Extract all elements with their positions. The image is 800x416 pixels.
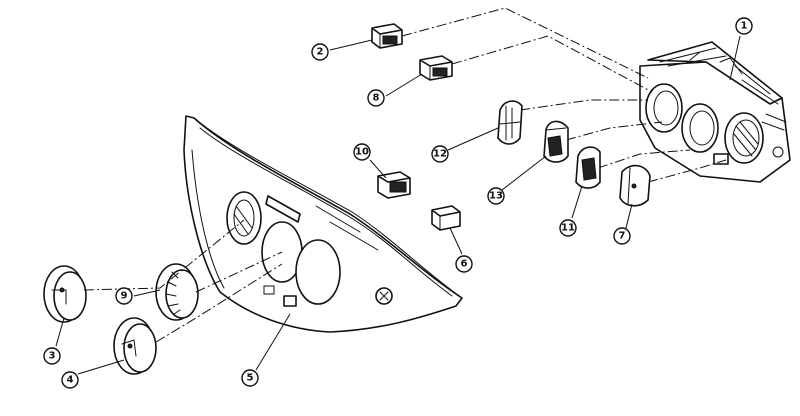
callout-label-2: 2 — [317, 47, 324, 58]
alignment-line-lower — [155, 263, 283, 343]
leader-4 — [77, 359, 125, 375]
leader-8 — [385, 73, 423, 97]
assembly-line-11 — [597, 149, 691, 169]
callout-label-9: 9 — [121, 291, 128, 302]
leader-7 — [625, 203, 633, 229]
assembly-line-13 — [565, 121, 663, 141]
front-panel-bezel — [183, 115, 463, 333]
callout-label-6: 6 — [461, 259, 468, 270]
leader-12 — [447, 127, 499, 151]
alignment-line-ring — [195, 251, 283, 293]
callout-label-7: 7 — [619, 231, 626, 242]
callout-8: 8 — [367, 89, 385, 107]
leader-10 — [369, 159, 387, 179]
switch-part-6 — [431, 205, 461, 231]
leader-5 — [255, 313, 291, 371]
callout-label-1: 1 — [741, 21, 748, 32]
leader-3 — [55, 317, 65, 347]
knob-part-12 — [497, 100, 523, 145]
callout-label-8: 8 — [373, 93, 380, 104]
leader-2 — [329, 39, 373, 51]
knob-part-4 — [113, 317, 157, 375]
callout-label-3: 3 — [49, 351, 56, 362]
leader-11 — [571, 185, 583, 219]
leader-6 — [449, 227, 463, 255]
callout-13: 13 — [487, 187, 505, 205]
callout-label-5: 5 — [247, 373, 254, 384]
leader-1 — [729, 35, 741, 81]
callout-4: 4 — [61, 371, 79, 389]
callout-10: 10 — [353, 143, 371, 161]
switch-part-10 — [377, 171, 411, 199]
callout-5: 5 — [241, 369, 259, 387]
assembly-line-12 — [519, 99, 648, 111]
knob-part-3 — [43, 265, 87, 323]
callout-2: 2 — [311, 43, 329, 61]
leader-13 — [501, 155, 547, 191]
switch-part-2 — [371, 23, 403, 49]
callout-label-12: 12 — [433, 149, 447, 160]
callout-label-10: 10 — [355, 147, 369, 158]
knob-part-7 — [619, 164, 651, 207]
callout-11: 11 — [559, 219, 577, 237]
switch-part-8 — [419, 55, 453, 81]
callout-label-13: 13 — [489, 191, 503, 202]
callout-3: 3 — [43, 347, 61, 365]
knob-part-11 — [575, 146, 601, 189]
callout-label-4: 4 — [67, 375, 74, 386]
control-unit-housing — [639, 41, 791, 183]
callout-7: 7 — [613, 227, 631, 245]
dial-ring-part-9 — [155, 263, 199, 321]
assembly-line-2 — [401, 7, 649, 79]
callout-12: 12 — [431, 145, 449, 163]
knob-part-13 — [543, 120, 569, 163]
callout-label-11: 11 — [561, 223, 575, 234]
leader-9 — [133, 289, 161, 297]
alignment-line-upper — [83, 219, 245, 291]
callout-6: 6 — [455, 255, 473, 273]
callout-9: 9 — [115, 287, 133, 305]
assembly-line-8 — [451, 35, 653, 93]
callout-1: 1 — [735, 17, 753, 35]
